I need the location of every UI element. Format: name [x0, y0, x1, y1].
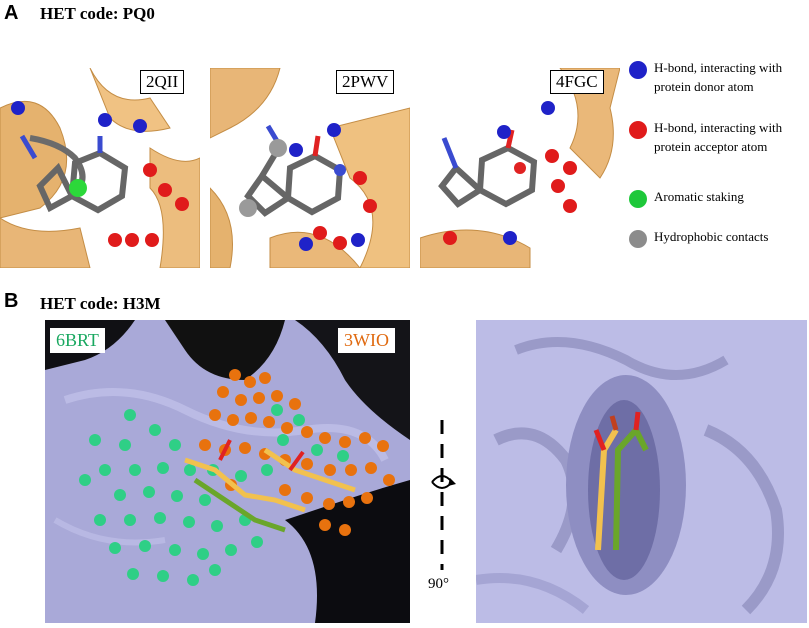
legend-label: Aromatic staking	[654, 189, 744, 204]
rotation-angle-label: 90°	[428, 576, 449, 592]
panel-b-letter: B	[4, 290, 19, 312]
structure-label-3wio: 3WIO	[338, 328, 395, 353]
structure-image-4fgc	[419, 67, 621, 269]
structure-2pwv-render	[209, 67, 411, 269]
rotated-surface-render	[475, 320, 807, 623]
structure-2qii-render	[0, 67, 201, 269]
gray-sphere-icon	[629, 230, 647, 248]
structure-label-6brt: 6BRT	[50, 328, 105, 353]
legend-label: H-bond, interacting with protein accepto…	[654, 120, 783, 154]
panel-a-letter: A	[4, 2, 19, 24]
pdb-label-4fgc: 4FGC	[550, 70, 604, 94]
binding-pocket-overlay-image	[45, 320, 410, 623]
structure-4fgc-render	[419, 67, 621, 269]
structure-image-2qii	[0, 67, 201, 269]
panel-b-het-code: HET code: H3M	[40, 294, 161, 313]
pdb-label-2pwv: 2PWV	[336, 70, 395, 94]
rotated-surface-image	[475, 320, 807, 623]
binding-pocket-render	[45, 320, 410, 623]
pdb-label-2qii: 2QII	[140, 70, 185, 94]
rotation-axis-icon	[431, 420, 456, 570]
green-sphere-icon	[629, 190, 647, 208]
legend-label: Hydrophobic contacts	[654, 229, 769, 244]
red-sphere-icon	[629, 121, 647, 139]
legend-label: H-bond, interacting with protein donor a…	[654, 60, 783, 94]
panel-a-het-code: HET code: PQ0	[40, 4, 155, 23]
blue-sphere-icon	[629, 61, 647, 79]
structure-image-2pwv	[209, 67, 411, 269]
